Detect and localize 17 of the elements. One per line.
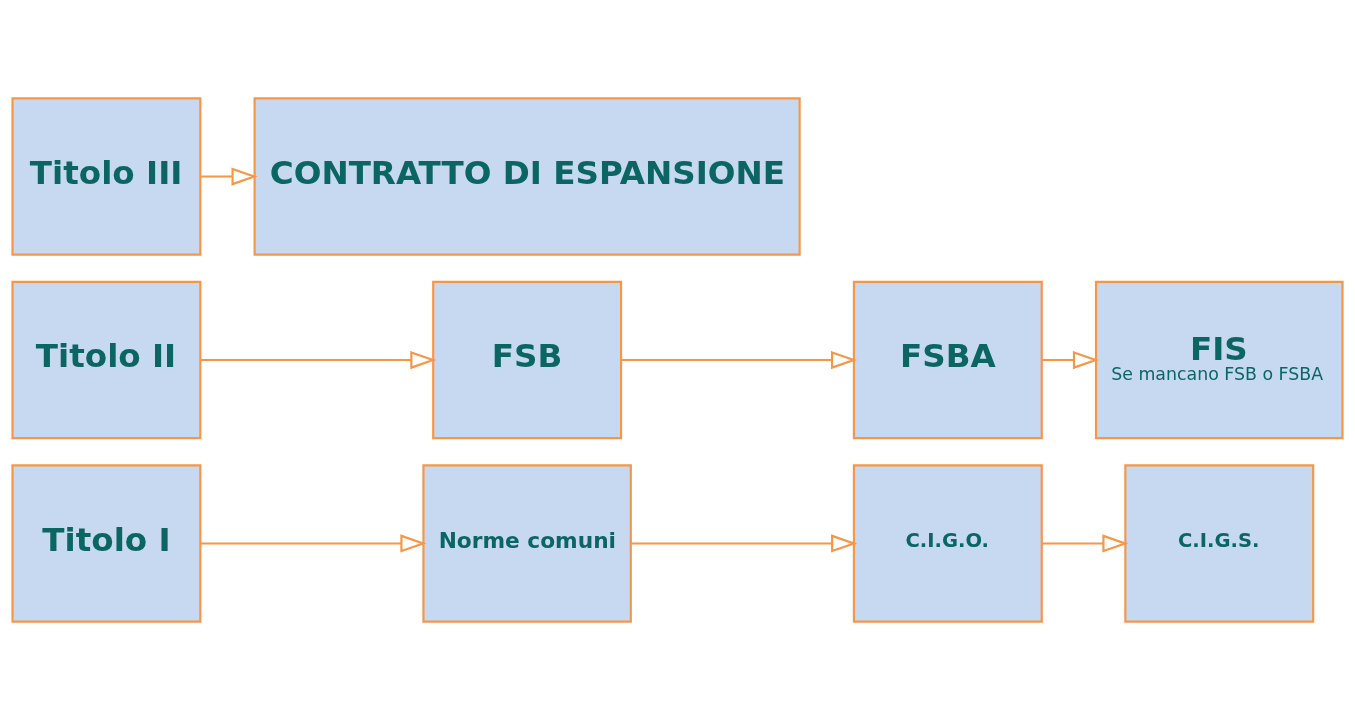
node-box: Titolo II <box>11 280 202 439</box>
arrow <box>200 533 427 553</box>
node-box: C.I.G.O. <box>852 463 1043 623</box>
node-box: Norme comuni <box>422 463 632 623</box>
node-box: Titolo III <box>11 96 202 256</box>
arrow <box>631 533 858 553</box>
arrow <box>1041 533 1129 553</box>
arrow <box>1041 350 1099 369</box>
arrow <box>621 350 858 369</box>
arrow <box>200 166 258 186</box>
node-box: C.I.G.S. <box>1124 463 1315 623</box>
node-box: FSB <box>432 280 623 439</box>
arrow <box>200 350 437 369</box>
node-box: FIS Se mancano FSB o FSBA <box>1094 280 1344 439</box>
node-box: CONTRATTO DI ESPANSIONE <box>253 96 801 256</box>
node-box: FSBA <box>852 280 1043 439</box>
node-box: Titolo I <box>11 463 202 623</box>
